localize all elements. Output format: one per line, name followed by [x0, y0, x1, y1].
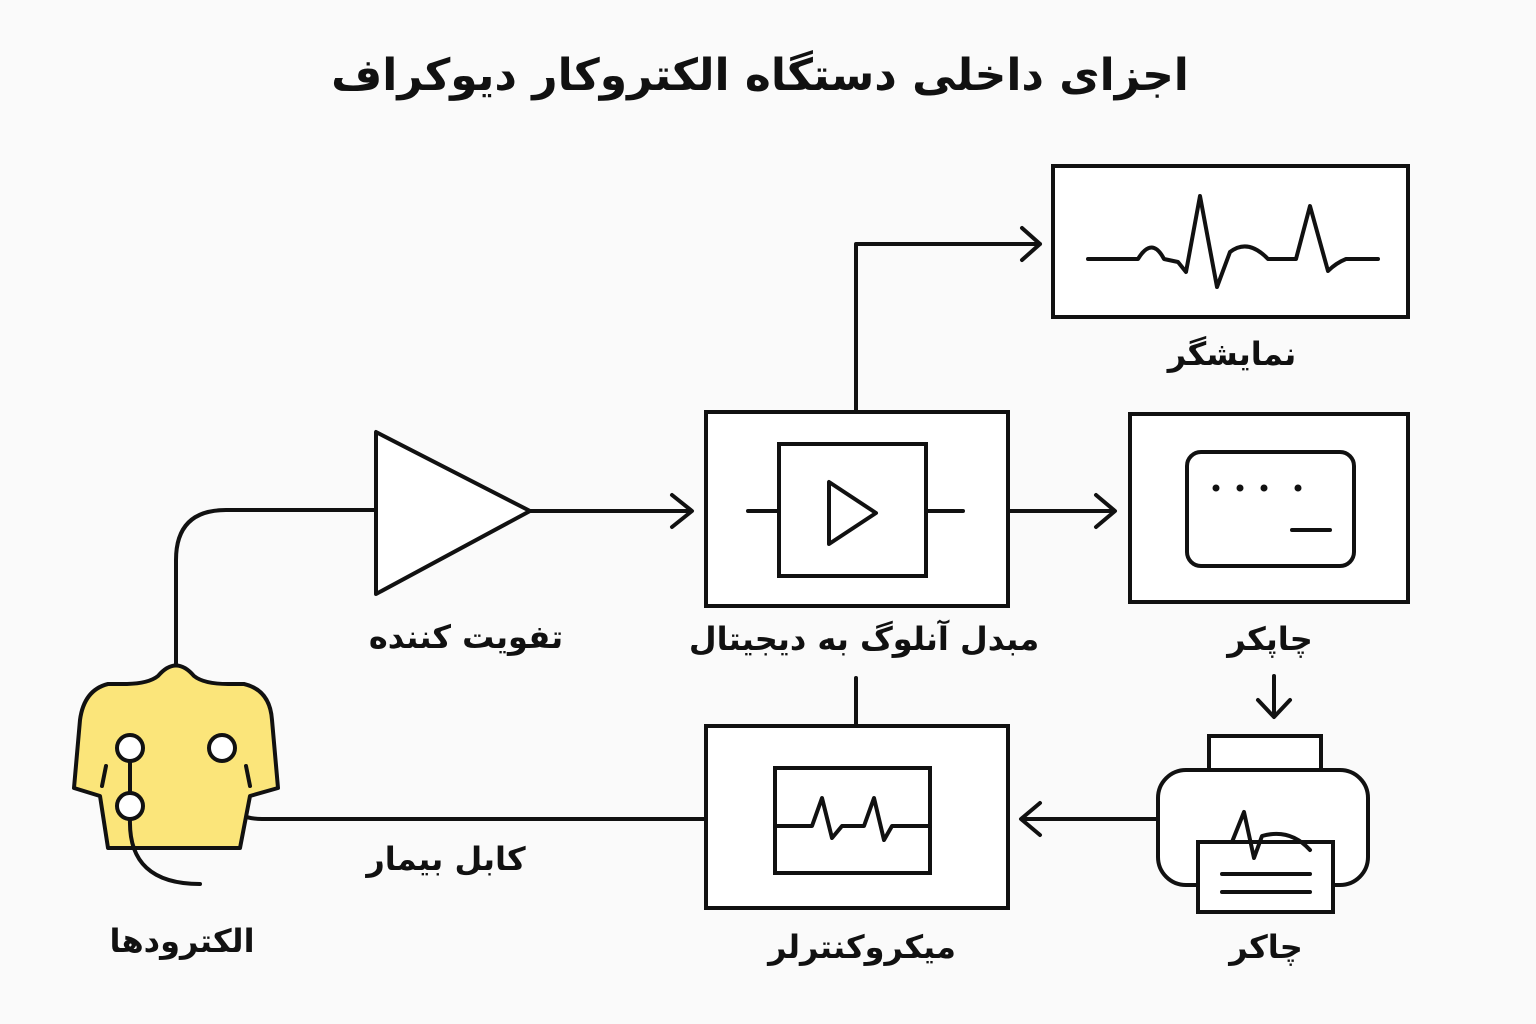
label-microcontroller: میکروکنترلر [766, 928, 956, 966]
printer-device-icon [1156, 734, 1370, 914]
waveform-icon [773, 796, 932, 842]
adc-block [704, 410, 1010, 608]
printer-down-arrow [1256, 674, 1292, 719]
electrode-left-upper-icon [115, 733, 145, 763]
electrode-right-icon [207, 733, 237, 763]
electrode-left-lower-icon [115, 791, 145, 821]
label-amplifier: تفویت کننده [369, 618, 563, 656]
patient-cable-line [222, 760, 708, 821]
play-triangle-icon [827, 480, 878, 546]
label-printer: چاپکر [1225, 620, 1313, 658]
diagram-title: اجزای داخلی دستگاه الکتروکار دیوکراف [331, 49, 1189, 101]
label-patient-cable: کابل بیمار [364, 840, 526, 878]
microcontroller-block [704, 724, 1010, 910]
label-printer-device: چاکر [1227, 928, 1303, 966]
electrode-to-amplifier-line [174, 508, 378, 667]
printer-block [1128, 412, 1410, 604]
amplifier-to-adc-arrow [528, 493, 694, 529]
label-adc: مبدل آنلوگ به دیجیتال [689, 619, 1039, 658]
label-electrodes: الکترودها [109, 922, 254, 960]
dots-icon [1212, 484, 1302, 492]
adc-to-display-arrow [854, 226, 1042, 412]
ecg-waveform-icon [1086, 194, 1380, 289]
electrodes-torso-icon [72, 663, 280, 886]
label-display: نمایشگر [1166, 335, 1297, 373]
display-block [1051, 164, 1410, 319]
amplifier-icon [374, 430, 532, 596]
adc-to-printer-arrow [1008, 493, 1117, 529]
printer-to-microcontroller-arrow [1019, 801, 1158, 837]
